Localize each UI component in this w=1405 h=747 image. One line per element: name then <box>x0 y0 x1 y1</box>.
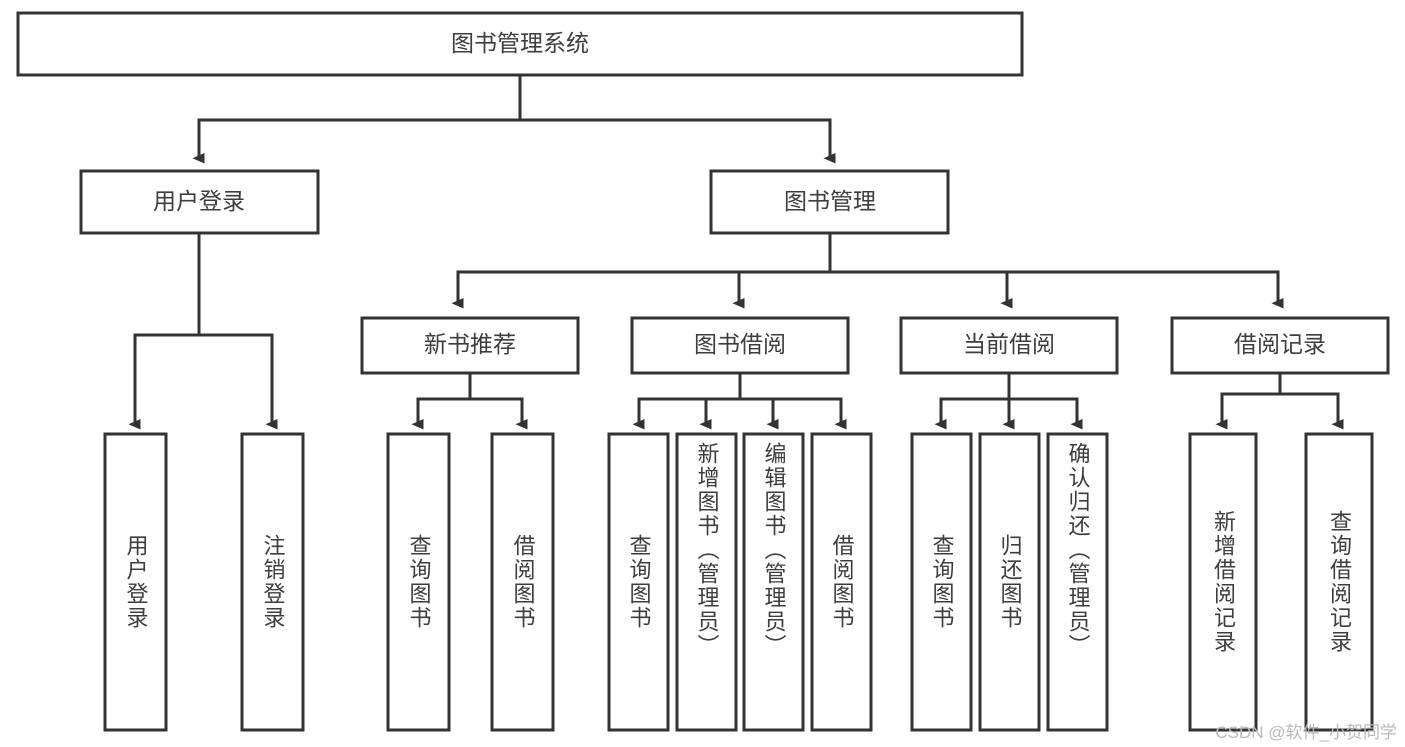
node-root-box[interactable] <box>16 11 1024 77</box>
node-leaf-logout-box[interactable] <box>240 432 305 732</box>
node-leaf-query-book-2-box[interactable] <box>607 432 670 732</box>
node-user-login[interactable]: 用户登录 <box>79 169 320 235</box>
edge-group-user-login-to-leaves <box>128 231 278 430</box>
node-user-login-label: 用户登录 <box>153 188 245 214</box>
node-leaf-edit-book-box[interactable] <box>742 432 805 732</box>
node-borrow-record[interactable]: 借阅记录 <box>1170 316 1390 375</box>
node-leaf-query-book-1-box[interactable] <box>386 432 451 732</box>
node-root-label: 图书管理系统 <box>451 30 589 56</box>
node-book-manage[interactable]: 图书管理 <box>709 169 950 235</box>
node-leaf-borrow-book-2-box[interactable] <box>810 432 873 732</box>
node-book-borrow[interactable]: 图书借阅 <box>630 316 850 375</box>
node-root[interactable]: 图书管理系统 <box>16 11 1024 77</box>
node-leaf-confirm-return-box[interactable] <box>1046 432 1109 732</box>
node-leaf-query-book-3-box[interactable] <box>910 432 973 732</box>
node-leaf-query-record-box[interactable] <box>1304 432 1374 732</box>
edge-group-current-borrow-to-leaves <box>934 371 1083 430</box>
node-current-borrow[interactable]: 当前借阅 <box>899 316 1119 375</box>
node-borrow-record-label: 借阅记录 <box>1234 331 1326 357</box>
node-book-borrow-box[interactable] <box>630 316 850 375</box>
edge-group-new-book-rec-to-leaves <box>411 371 528 430</box>
edge-group-root-to-level2 <box>192 73 836 164</box>
node-borrow-record-box[interactable] <box>1170 316 1390 375</box>
leaf-boxes <box>103 432 1374 732</box>
node-leaf-return-book-box[interactable] <box>978 432 1041 732</box>
node-current-borrow-label: 当前借阅 <box>963 331 1055 357</box>
node-leaf-add-record-box[interactable] <box>1188 432 1258 732</box>
node-book-borrow-label: 图书借阅 <box>694 331 786 357</box>
node-new-book-rec[interactable]: 新书推荐 <box>360 316 580 375</box>
node-user-login-box[interactable] <box>79 169 320 235</box>
node-book-manage-label: 图书管理 <box>784 188 876 214</box>
edge-group-book-manage-to-level3 <box>451 231 1284 309</box>
node-new-book-rec-box[interactable] <box>360 316 580 375</box>
node-leaf-add-book-box[interactable] <box>675 432 738 732</box>
node-leaf-user-login-box[interactable] <box>103 432 168 732</box>
node-new-book-rec-label: 新书推荐 <box>424 331 516 357</box>
edge-group-borrow-record-to-leaves <box>1215 371 1344 430</box>
edge-group-book-borrow-to-leaves <box>632 371 847 430</box>
node-current-borrow-box[interactable] <box>899 316 1119 375</box>
node-leaf-borrow-book-1-box[interactable] <box>490 432 555 732</box>
node-book-manage-box[interactable] <box>709 169 950 235</box>
